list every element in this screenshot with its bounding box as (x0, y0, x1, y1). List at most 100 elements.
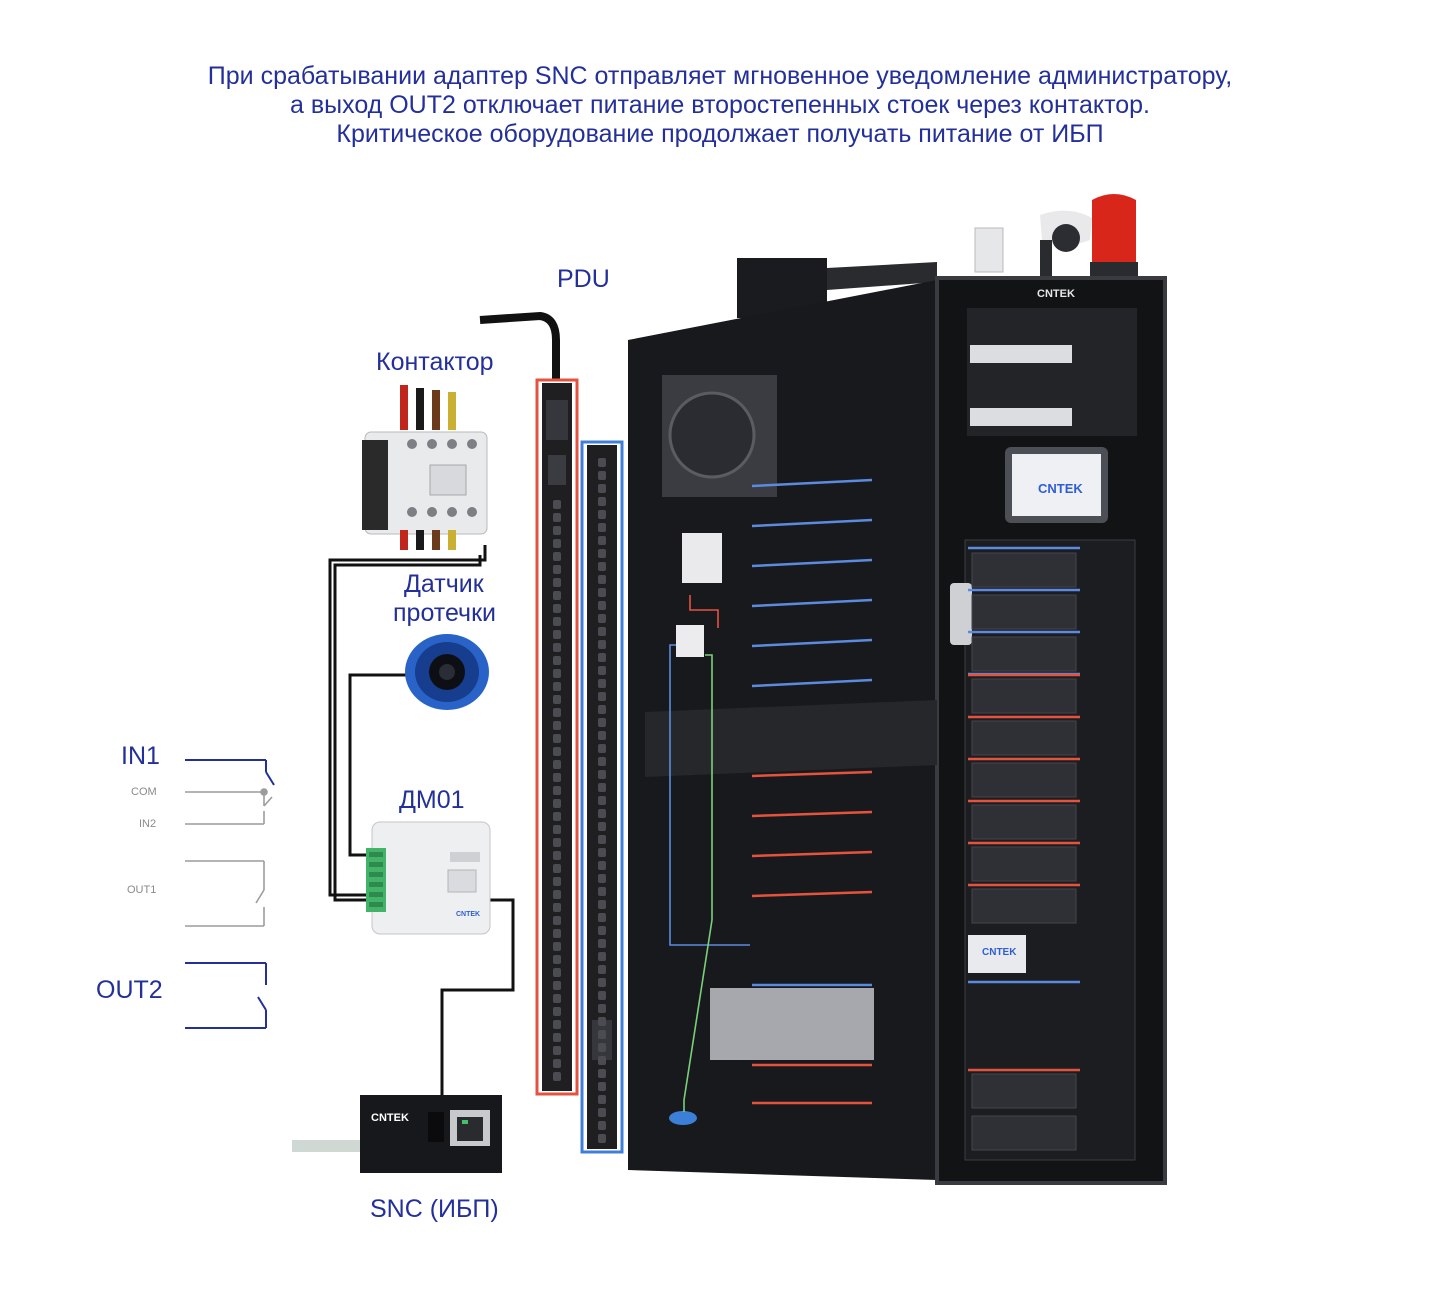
dm01-device (366, 821, 491, 935)
rack-rails-red (751, 673, 1080, 1105)
rack-sensor-module (676, 625, 704, 657)
pdu-outlet (598, 848, 606, 857)
label-in1: IN1 (121, 742, 160, 770)
label-in2: IN2 (139, 818, 157, 830)
pdu-outlet (553, 1020, 561, 1029)
server-unit (971, 846, 1077, 882)
rail-blue (751, 518, 873, 528)
pdu-outlet (598, 978, 606, 987)
pdu-outlet (598, 757, 606, 766)
pdu-outlet (553, 695, 561, 704)
pdu-outlet (553, 1059, 561, 1068)
server-unit (971, 762, 1077, 798)
server-unit (971, 678, 1077, 714)
pdu-outlet (598, 588, 606, 597)
pdu-outlet (553, 604, 561, 613)
caption-line-3: Критическое оборудование продолжает полу… (336, 120, 1104, 148)
pdu-outlet (598, 679, 606, 688)
pdu-outlet (598, 770, 606, 779)
pdu-outlet (553, 890, 561, 899)
pdu-outlet (598, 1069, 606, 1078)
pdu-outlet (553, 656, 561, 665)
pdu-outlet (598, 718, 606, 727)
pdu-outlet (553, 500, 561, 509)
server-unit (971, 594, 1077, 630)
cables (328, 311, 560, 1105)
rack-rails-blue (751, 478, 1080, 987)
pdu-outlet (553, 864, 561, 873)
pdu-outlet (598, 939, 606, 948)
pdu-outlet (598, 640, 606, 649)
pdu-outlet (553, 734, 561, 743)
pdu-outlet (598, 458, 606, 467)
pdu-outlet (598, 874, 606, 883)
pdu-outlet (598, 1134, 606, 1143)
rail-red (751, 810, 873, 818)
pdu-outlet (598, 549, 606, 558)
pdu-outlet (598, 900, 606, 909)
pdu-outlet (598, 822, 606, 831)
pdu-outlet (553, 838, 561, 847)
pdu-outlet (598, 653, 606, 662)
contactor-device (362, 385, 488, 550)
pdu-outlet (553, 942, 561, 951)
pdu-outlet (598, 1004, 606, 1013)
pdu-outlet (553, 955, 561, 964)
caption-line-1: При срабатывании адаптер SNC отправляет … (207, 62, 1233, 90)
pdu-outlet (553, 786, 561, 795)
label-snc: SNC (ИБП) (370, 1195, 499, 1223)
pdu-outlet (553, 539, 561, 548)
rack-servers (971, 552, 1077, 1151)
pdu-outlet (598, 1082, 606, 1091)
pdu-outlet (598, 1108, 606, 1117)
label-com: COM (131, 786, 157, 798)
pdu-outlet (598, 484, 606, 493)
pdu-outlet (553, 877, 561, 886)
pdu-outlet (598, 861, 606, 870)
pdu-outlet (598, 471, 606, 480)
label-leak-sensor-2: протечки (393, 599, 496, 627)
rail-red (751, 770, 873, 778)
pdu-outlet (598, 965, 606, 974)
pdu-outlet (553, 773, 561, 782)
server-unit (971, 552, 1077, 588)
pdu-outlet (553, 851, 561, 860)
rail-blue (751, 478, 873, 488)
server-unit (971, 1073, 1077, 1109)
pdu-outlet (598, 926, 606, 935)
rail-blue (751, 678, 873, 688)
pdu-outlet (598, 1017, 606, 1026)
pdu-outlet (598, 1121, 606, 1130)
pdu-outlet (598, 523, 606, 532)
brand-logo-display: CNTEK (1038, 481, 1083, 496)
label-out1: OUT1 (127, 884, 157, 896)
pdu-outlet (598, 536, 606, 545)
brand-logo-top: CNTEK (1037, 288, 1075, 300)
pdu-outlet (598, 809, 606, 818)
rail-red (751, 850, 873, 858)
pdu-outlet (598, 614, 606, 623)
pdu-outlet (553, 916, 561, 925)
pdu-outlet (553, 617, 561, 626)
pdu-outlet (553, 682, 561, 691)
pdu-outlet (598, 1043, 606, 1052)
pdu-outlet (598, 575, 606, 584)
pdu-outlet (553, 968, 561, 977)
pdu-outlet (598, 991, 606, 1000)
pdu-outlet (553, 799, 561, 808)
pdu-outlet (553, 994, 561, 1003)
pdu-outlet (553, 747, 561, 756)
pdu-outlet (598, 796, 606, 805)
pdu-outlet (598, 744, 606, 753)
leak-sensor-device (405, 634, 489, 710)
relay-schematic (185, 759, 275, 1029)
pdu-outlet (598, 666, 606, 675)
server-unit (971, 636, 1077, 672)
label-pdu: PDU (557, 265, 610, 293)
pdu-outlet (598, 913, 606, 922)
pdu-outlet (598, 783, 606, 792)
rack-cabinet (628, 194, 1167, 1185)
pdu-outlet (553, 825, 561, 834)
label-contactor: Контактор (376, 348, 494, 376)
